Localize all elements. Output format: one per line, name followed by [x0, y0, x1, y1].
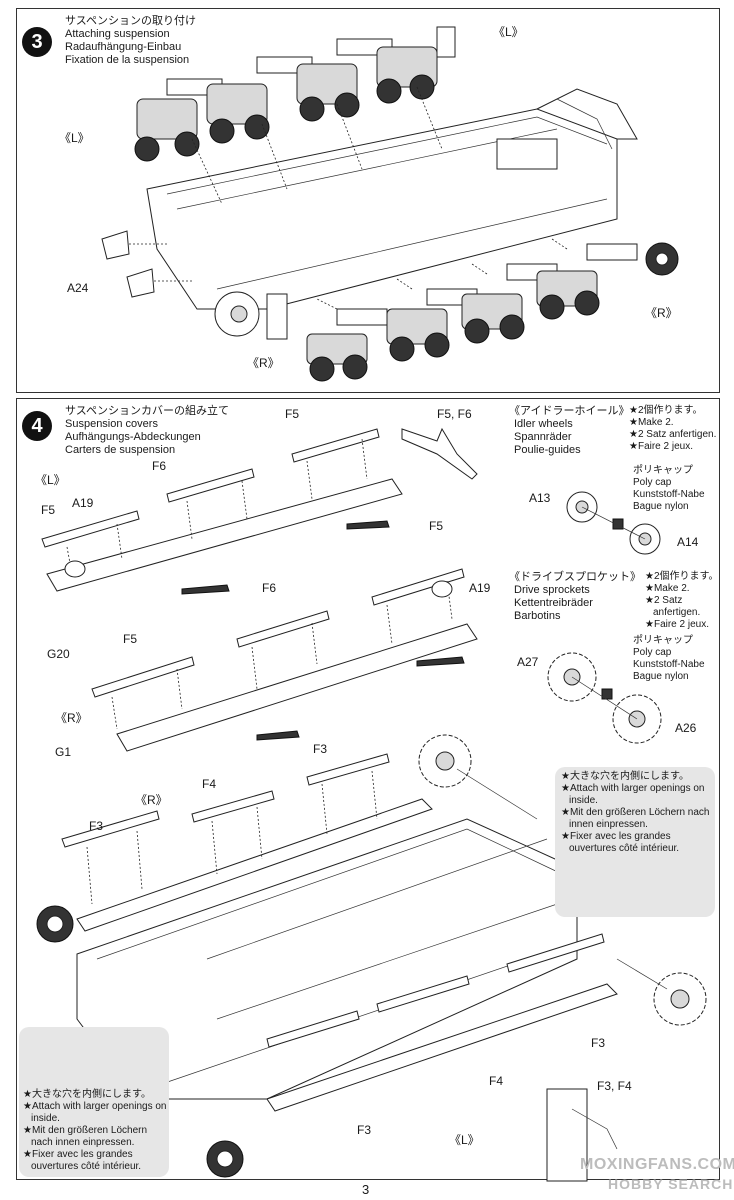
step4-label-f5f6: F5, F6: [437, 407, 472, 421]
note-right-line2: ★Attach with larger openings on: [561, 783, 705, 794]
note-right-line5: innen einpressen.: [569, 819, 648, 830]
step4-label-f5-c: F5: [429, 519, 444, 533]
step4-label-right2: 《R》: [135, 793, 168, 807]
sprocket-make-ja: ★2個作ります。: [645, 571, 719, 582]
note-right-line3: inside.: [569, 795, 598, 806]
step3-part-a24: A24: [67, 281, 89, 295]
step4-label-a19-a: A19: [72, 496, 94, 510]
sprocket-polycap-de: Kunststoff-Nabe: [633, 659, 705, 670]
step3-number-badge: 3: [22, 27, 52, 57]
note-right-line7: ouvertures côté intérieur.: [569, 843, 680, 854]
page-number: 3: [362, 1182, 370, 1197]
note-left-line2: ★Attach with larger openings on: [23, 1101, 167, 1112]
watermark-site: MOXINGFANS.COM: [580, 1156, 734, 1173]
idler-make-en: ★Make 2.: [629, 417, 674, 428]
step4-label-a19-b: A19: [469, 581, 491, 595]
note-right-line6: ★Fixer avec les grandes: [561, 831, 671, 842]
step4-label-f5-a: F5: [285, 407, 300, 421]
step4-label-f5-d: F5: [123, 632, 138, 646]
idler-make-ja: ★2個作ります。: [629, 405, 703, 416]
note-left-line5: nach innen einpressen.: [31, 1137, 135, 1148]
note-left-line4: ★Mit den größeren Löchern: [23, 1125, 148, 1136]
step3-title-de: Radaufhängung-Einbau: [65, 41, 182, 53]
step3-title-en: Attaching suspension: [65, 28, 170, 40]
note-left-line7: ouvertures côté intérieur.: [31, 1161, 142, 1172]
note-right-line1: ★大きな穴を内側にします。: [561, 771, 689, 782]
idler-title-en: Idler wheels: [514, 418, 573, 430]
note-right-line4: ★Mit den größeren Löchern nach: [561, 807, 710, 818]
step4-label-f6-b: F6: [262, 581, 277, 595]
note-right-box: [555, 767, 715, 917]
step4-label-g1: G1: [55, 745, 72, 759]
note-left-line3: inside.: [31, 1113, 60, 1124]
sprocket-part-a27: A27: [517, 655, 539, 669]
idler-make-fr: ★Faire 2 jeux.: [629, 441, 693, 452]
step3-left-label-side: 《L》: [59, 131, 90, 145]
idler-polycap-fr: Bague nylon: [633, 501, 689, 512]
step3-right-label-side: 《R》: [645, 306, 678, 320]
sprocket-title-en: Drive sprockets: [514, 584, 590, 596]
sprocket-polycap-en: Poly cap: [633, 647, 672, 658]
sprocket-part-a26: A26: [675, 721, 697, 735]
idler-title-de: Spannräder: [514, 431, 572, 443]
sprocket-title-ja: 《ドライブスプロケット》: [509, 571, 641, 583]
sprocket-title-fr: Barbotins: [514, 610, 561, 622]
step4-panel: 4 サスペンションカバーの組み立て Suspension covers Aufh…: [16, 398, 720, 1182]
step3-suspension-illustration: [101, 26, 679, 382]
step4-title-ja: サスペンションカバーの組み立て: [65, 405, 230, 417]
step4-label-left-bottom: 《L》: [449, 1133, 480, 1147]
step4-covers-illustration: [36, 427, 710, 1182]
step4-label-f5-b: F5: [41, 503, 56, 517]
note-left-box: [19, 1027, 169, 1177]
idler-title-ja: 《アイドラーホイール》: [509, 405, 630, 417]
idler-part-a13: A13: [529, 491, 551, 505]
step4-label-f3-left: F3: [89, 819, 104, 833]
sprocket-make-fr: ★Faire 2 jeux.: [645, 619, 709, 630]
sprocket-title-de: Kettentreibräder: [514, 597, 593, 609]
note-left-line1: ★大きな穴を内側にします。: [23, 1089, 151, 1100]
step4-label-f3-top: F3: [313, 742, 328, 756]
idler-part-a14: A14: [677, 535, 699, 549]
sprocket-polycap-ja: ポリキャップ: [633, 635, 693, 646]
idler-polycap-de: Kunststoff-Nabe: [633, 489, 705, 500]
idler-polycap-en: Poly cap: [633, 477, 672, 488]
step4-label-f4-top: F4: [202, 777, 217, 791]
idler-polycap-ja: ポリキャップ: [633, 465, 693, 476]
step4-label-right: 《R》: [55, 711, 88, 725]
step3-left-label-top: 《L》: [493, 25, 524, 39]
step4-number-badge: 4: [22, 411, 52, 441]
step4-title-de: Aufhängungs-Abdeckungen: [65, 431, 201, 443]
sprocket-make-de: ★2 Satz: [645, 595, 683, 606]
idler-make-de: ★2 Satz anfertigen.: [629, 429, 717, 440]
step3-right-label-bottom: 《R》: [247, 356, 280, 370]
step4-title-en: Suspension covers: [65, 418, 158, 430]
note-left-line6: ★Fixer avec les grandes: [23, 1149, 133, 1160]
step4-label-f3f4: F3, F4: [597, 1079, 632, 1093]
sprocket-polycap-fr: Bague nylon: [633, 671, 689, 682]
step4-label-f4-bottom: F4: [489, 1074, 504, 1088]
step3-panel: 3 サスペンションの取り付け Attaching suspension Rada…: [16, 8, 720, 393]
step3-title-fr: Fixation de la suspension: [65, 54, 190, 66]
step4-title-fr: Carters de suspension: [65, 444, 176, 456]
step4-label-f6-a: F6: [152, 459, 167, 473]
step3-title-ja: サスペンションの取り付け: [65, 15, 197, 27]
step4-label-f3-right: F3: [591, 1036, 606, 1050]
sprocket-make-de2: anfertigen.: [653, 607, 701, 618]
watermark-hobby: HOBBY SEARCH: [608, 1176, 734, 1192]
idler-title-fr: Poulie-guides: [514, 444, 581, 456]
sprocket-make-en: ★Make 2.: [645, 583, 690, 594]
step4-label-left: 《L》: [35, 473, 66, 487]
step4-label-f3-bottom: F3: [357, 1123, 372, 1137]
step4-label-g20: G20: [47, 647, 70, 661]
